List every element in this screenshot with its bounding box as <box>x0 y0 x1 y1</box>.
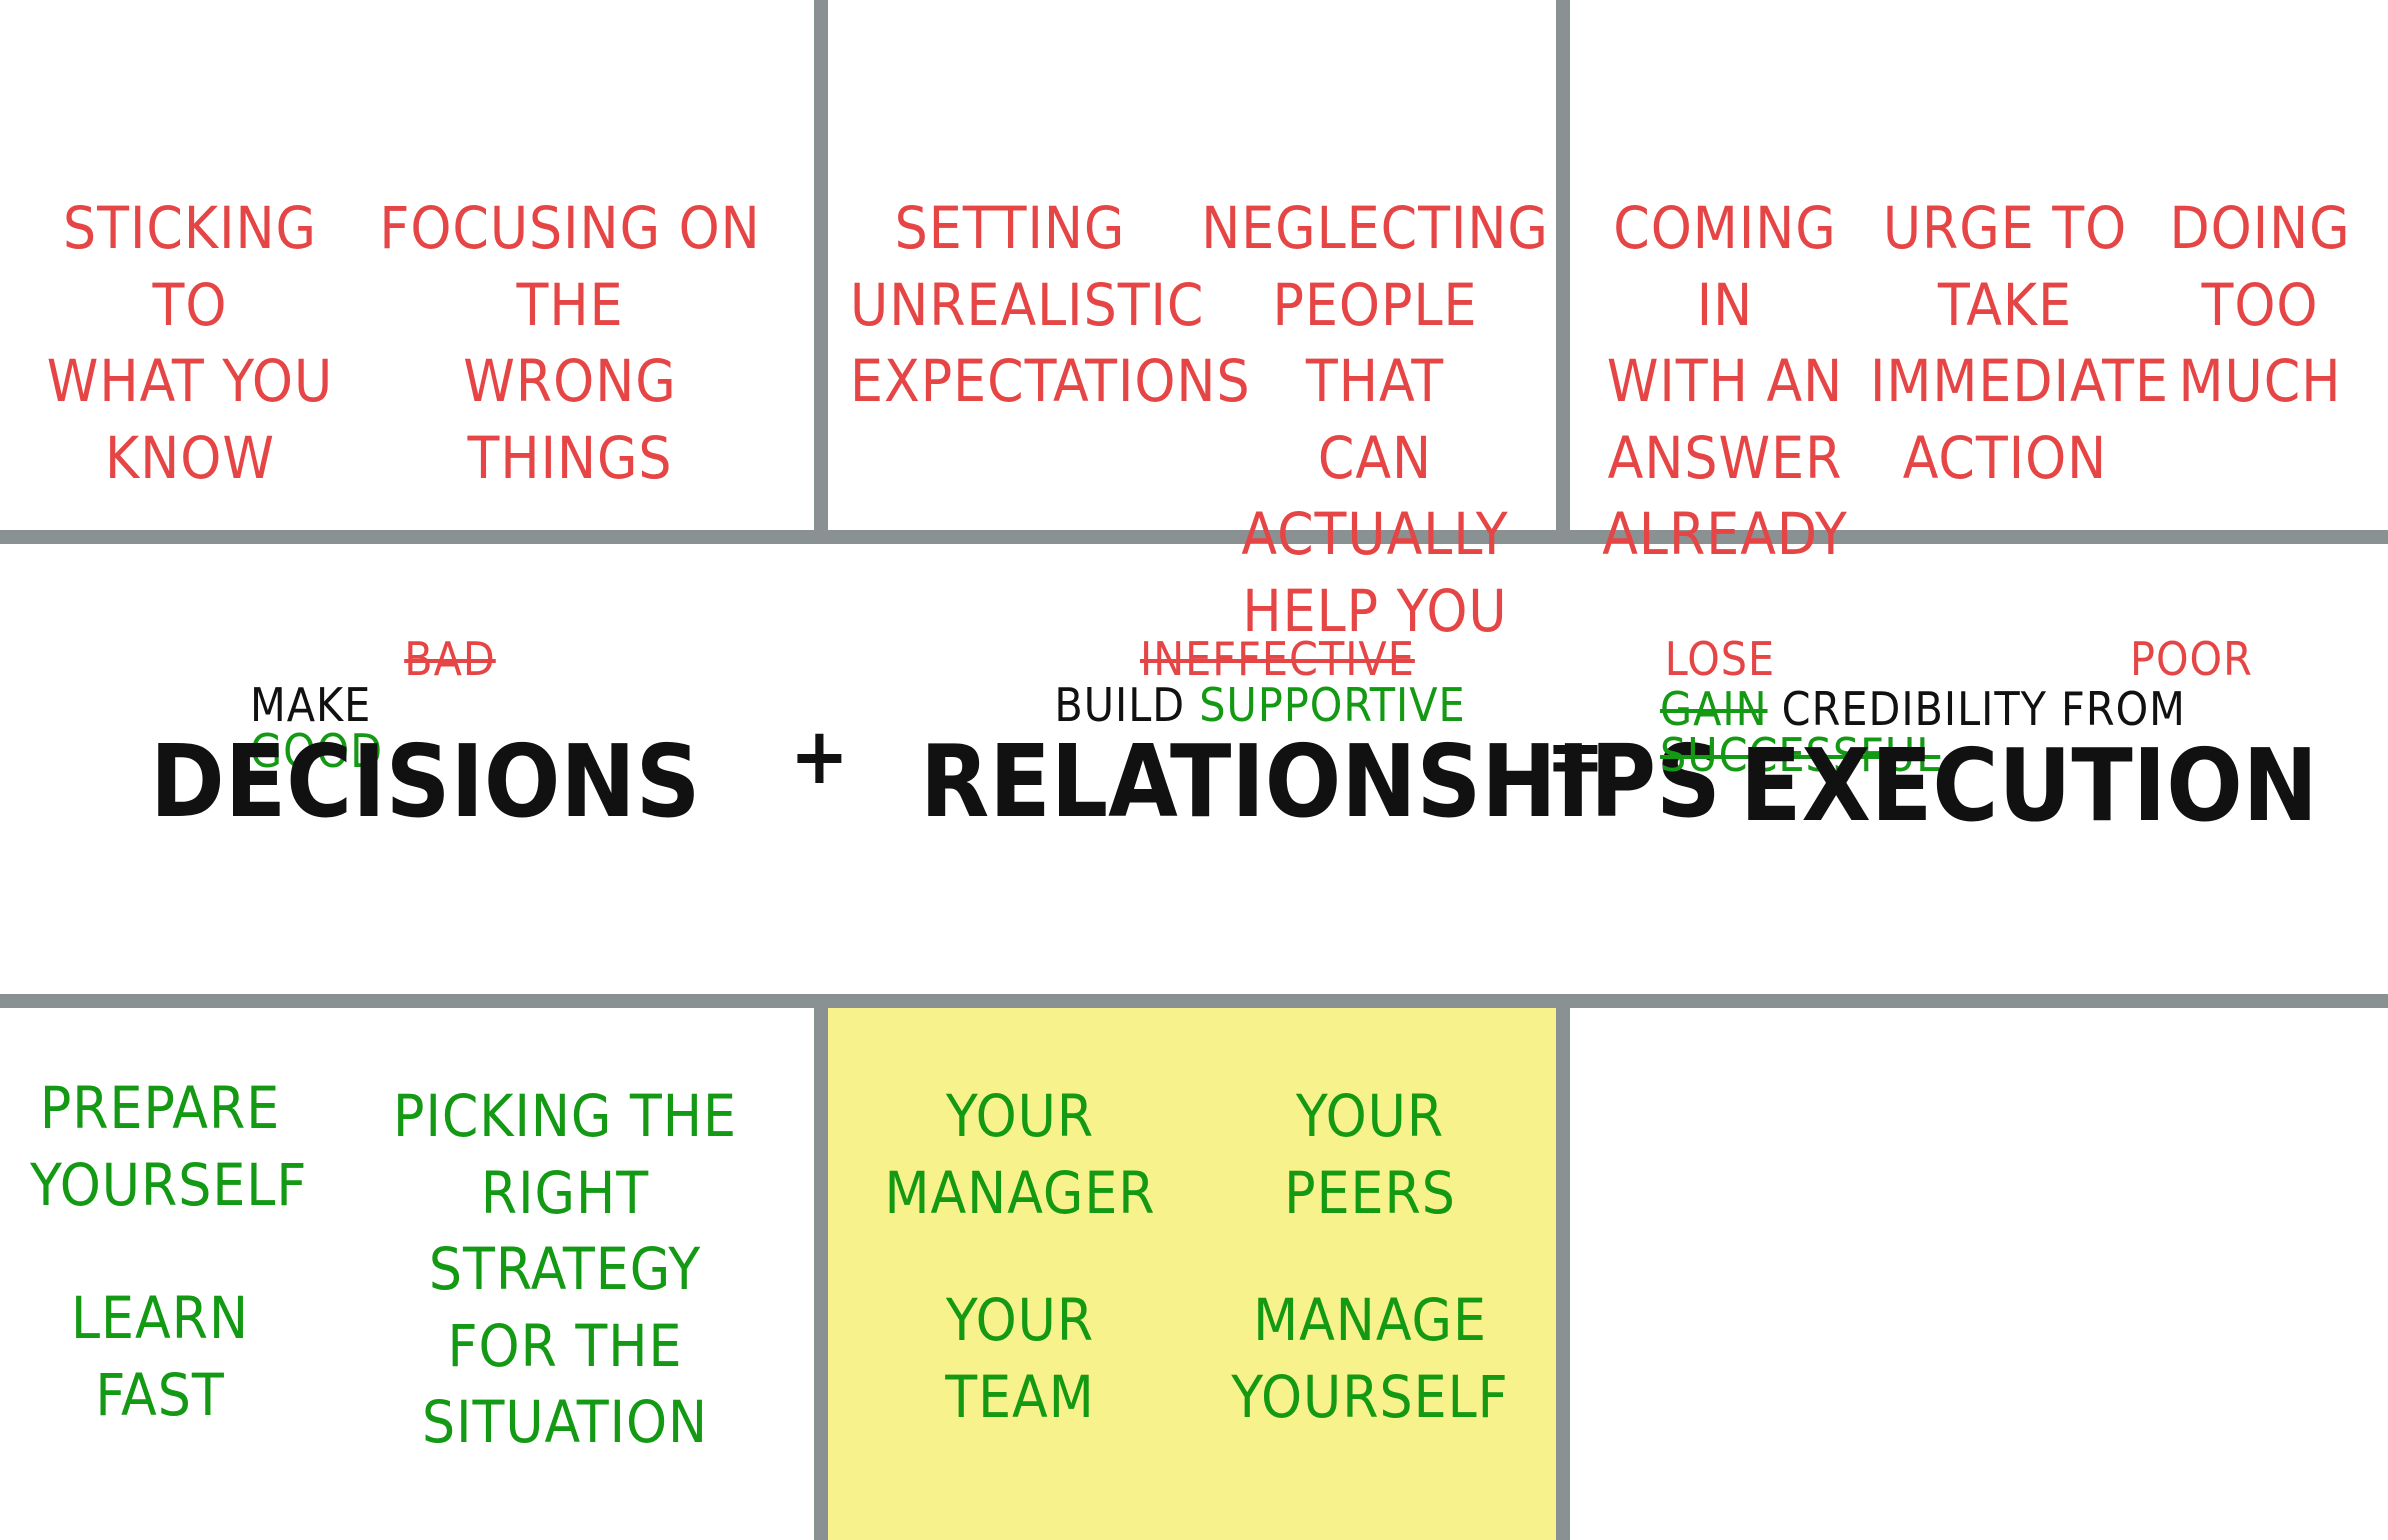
struck-word-ineffective: INEFFECTIVE <box>1140 632 1415 686</box>
struck-word-gain: GAIN <box>1660 682 1768 736</box>
decisions-prefix: MAKE GOOD <box>250 682 510 774</box>
plus-sign: + <box>790 712 849 802</box>
word-execution: EXECUTION <box>1740 727 2318 844</box>
grid-line-col2-top <box>1556 0 1570 537</box>
remedy-picking-right-strategy: Picking the right strategy for the situa… <box>393 1082 737 1457</box>
grid-line-col1-bottom <box>814 1001 828 1540</box>
word-relationships: RELATIONSHIPS <box>920 723 1721 840</box>
remedy-learn-fast: Learn fast <box>71 1284 249 1429</box>
remedy-manage-yourself: Manage yourself <box>1231 1286 1509 1431</box>
struck-word-bad: BAD <box>404 632 496 686</box>
pitfall-unrealistic-expectations: Setting unrealistic expectations <box>850 194 1251 416</box>
word-poor: POOR <box>2130 632 2253 686</box>
remedy-your-manager: Your manager <box>884 1082 1156 1227</box>
grid-line-col2-bottom <box>1556 1001 1570 1540</box>
pitfall-urge-immediate-action: Urge to take immediate action <box>1870 194 2169 492</box>
pitfall-neglecting-people: Neglecting people that can actually help… <box>1201 194 1549 645</box>
pitfall-doing-too-much: Doing too much <box>2169 194 2351 416</box>
highlight-cell <box>828 1005 1568 1540</box>
remedy-your-team: Your team <box>945 1286 1095 1431</box>
word-good: GOOD <box>250 724 384 778</box>
word-decisions: DECISIONS <box>150 723 701 840</box>
grid-line-bottom <box>0 994 2388 1008</box>
word-supportive: SUPPORTIVE <box>1199 678 1466 732</box>
pitfall-sticking-to-what-you-know: Sticking to what you know <box>46 194 334 492</box>
pitfall-coming-in-with-answer: Coming in with an answer already <box>1602 194 1848 569</box>
equals-sign: = <box>1546 712 1605 802</box>
word-make: MAKE <box>250 678 372 732</box>
word-credibility-from: CREDIBILITY FROM <box>1781 682 2186 736</box>
grid-line-top <box>0 530 2388 544</box>
relationships-prefix: BUILD SUPPORTIVE <box>1040 682 1480 728</box>
word-lose: LOSE <box>1664 632 1776 686</box>
word-build: BUILD <box>1054 678 1186 732</box>
pitfall-focusing-wrong-things: Focusing on the wrong things <box>379 194 761 492</box>
grid-line-col1-top <box>814 0 828 537</box>
struck-word-successful: SUCCESSFUL <box>1660 728 1941 782</box>
remedy-prepare-yourself: Prepare yourself <box>30 1074 308 1219</box>
remedy-your-peers: Your peers <box>1284 1082 1456 1227</box>
execution-prefix: GAIN CREDIBILITY FROM SUCCESSFUL <box>1660 686 2360 778</box>
